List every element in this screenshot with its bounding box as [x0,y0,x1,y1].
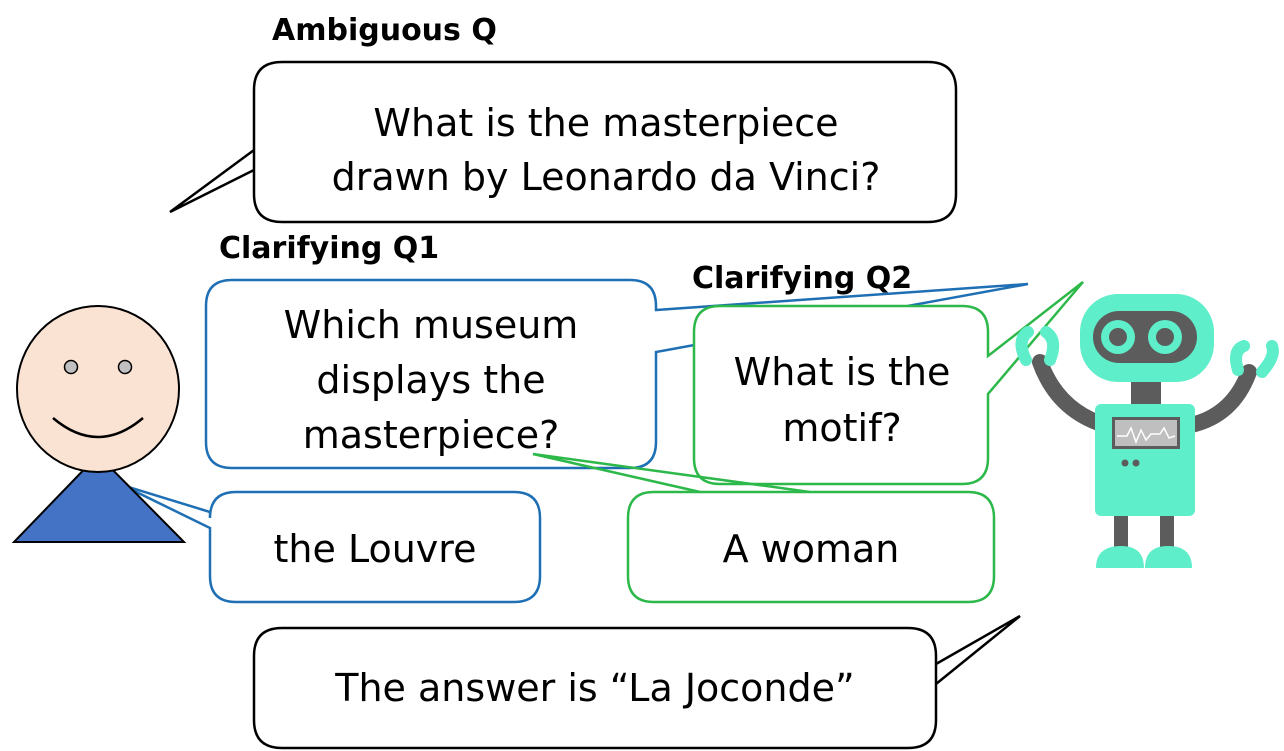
clarifying-question-2-bubble: What is the motif? [692,281,1084,486]
answer-2-bubble: A woman [532,452,996,604]
ambiguous-question-line-2: drawn by Leonardo da Vinci? [332,155,881,199]
answer-1-bubble: the Louvre [121,483,542,604]
clarifying-question-2-line-2: motif? [782,406,901,450]
ambiguous-q-label: Ambiguous Q [272,13,497,48]
clarifying-q1-label: Clarifying Q1 [219,231,439,266]
ambiguous-question-bubble: What is the masterpiece drawn by Leonard… [169,60,958,224]
clarifying-question-1-line-2: displays the [316,358,545,402]
answer-1-text: the Louvre [274,527,477,571]
robot-icon [1015,294,1279,568]
ambiguous-question-line-1: What is the masterpiece [373,101,838,145]
clarifying-question-2-line-1: What is the [734,350,951,394]
person-icon [11,305,187,543]
answer-2-text: A woman [723,527,900,571]
clarifying-question-1-line-1: Which museum [284,303,579,347]
clarifying-question-1-line-3: masterpiece? [303,413,560,457]
clarifying-question-1-bubble: Which museum displays the masterpiece? [204,278,1029,470]
final-answer-bubble: The answer is “La Joconde” [252,614,1021,750]
final-answer-text: The answer is “La Joconde” [334,666,854,710]
clarifying-q2-label: Clarifying Q2 [692,261,912,296]
